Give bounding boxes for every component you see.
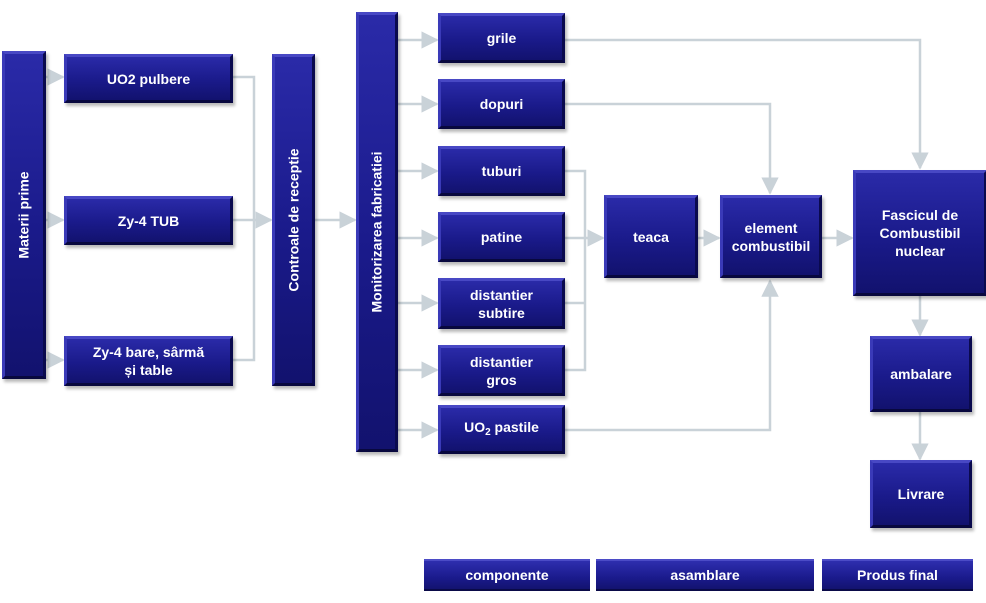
uo2-pellets-box: UO2 pastile (438, 405, 565, 454)
zy4-bars-box: Zy-4 bare, sârmă și table (64, 336, 233, 386)
patine-box: patine (438, 212, 565, 262)
dopuri-box: dopuri (438, 79, 565, 129)
delivery-box: Livrare (870, 460, 972, 528)
stage-label-components: componente (424, 559, 590, 591)
arrow-pellets-to-element (565, 279, 779, 432)
stage-label-assembly: asamblare (596, 559, 814, 591)
arrow-dopuri-to-element (565, 102, 779, 195)
fuel-bundle-box: Fascicul de Combustibil nuclear (853, 170, 986, 296)
arrow-grile-to-bundle (565, 38, 929, 170)
thick-spacer-box: distantier gros (438, 345, 565, 396)
tuburi-box: tuburi (438, 146, 565, 196)
raw-materials-box: Materii prime (2, 51, 46, 379)
reception-control-box: Controale de receptie (272, 54, 315, 386)
fuel-element-box: element combustibil (720, 195, 822, 278)
grile-box: grile (438, 13, 565, 63)
packing-box: ambalare (870, 336, 972, 412)
stage-label-final: Produs final (822, 559, 973, 591)
thin-spacer-box: distantier subtire (438, 278, 565, 329)
line-inputs-join (233, 75, 256, 362)
zy4-tube-box: Zy-4 TUB (64, 196, 233, 245)
manufacturing-monitoring-box: Monitorizarea fabricatiei (356, 12, 398, 452)
uo2-powder-box: UO2 pulbere (64, 54, 233, 103)
teaca-box: teaca (604, 195, 698, 278)
